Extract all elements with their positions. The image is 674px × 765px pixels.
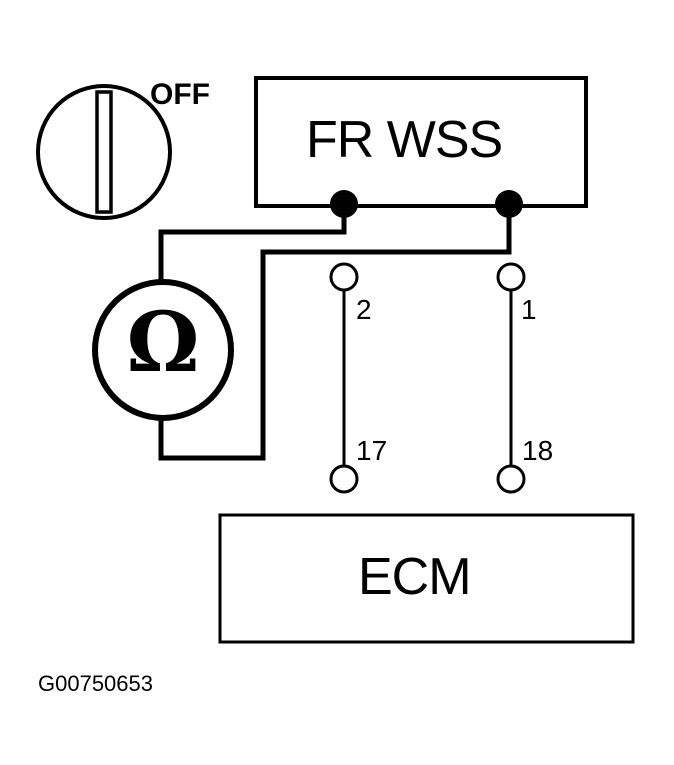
ecm-box bbox=[218, 513, 635, 644]
pin-label-1: 1 bbox=[521, 294, 537, 325]
sensor-box bbox=[254, 76, 588, 208]
harness-pins bbox=[329, 262, 526, 494]
ignition-switch bbox=[36, 84, 172, 220]
ignition-off-label: OFF bbox=[150, 78, 210, 111]
figure-id: G00750653 bbox=[38, 671, 153, 696]
ohm-symbol: Ω bbox=[126, 295, 200, 391]
pin-circle-18 bbox=[496, 464, 526, 494]
pin-label-17: 17 bbox=[356, 435, 388, 466]
harness-wires bbox=[342, 290, 513, 465]
sensor-box-label: FR WSS bbox=[306, 111, 503, 169]
sensor-terminal-left bbox=[330, 190, 358, 218]
meter-lead-right bbox=[158, 204, 512, 461]
sensor-terminal-right bbox=[495, 190, 523, 218]
ecm-box-label: ECM bbox=[358, 548, 472, 606]
pin-label-2: 2 bbox=[356, 294, 372, 325]
meter-lead-left bbox=[158, 204, 347, 282]
ignition-key-slot bbox=[95, 90, 113, 214]
pin-circle-17 bbox=[329, 464, 359, 494]
pin-circle-1 bbox=[496, 262, 526, 292]
pin-label-18: 18 bbox=[522, 435, 554, 466]
pin-circle-2 bbox=[329, 262, 359, 292]
